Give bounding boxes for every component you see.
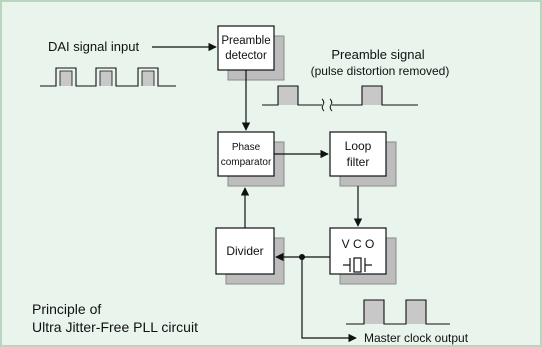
preamble-signal-label-line1: Preamble signal [331,47,424,62]
vco-block: V C O [329,227,387,275]
break-mark-icon [321,98,333,112]
master-clock-output-label: Master clock output [364,331,469,345]
preamble-signal-label-line2: (pulse distortion removed) [311,64,450,78]
phase-comparator-block: Phase comparator [217,131,275,177]
divider-block: Divider [215,227,275,275]
vco-label: V C O [342,237,375,251]
preamble-detector-label-line2: detector [225,50,267,62]
preamble-waveform [262,85,418,112]
loop-filter-block: Loop filter [329,131,387,177]
loop-filter-label-line1: Loop [345,139,372,153]
phase-comparator-label-line2: comparator [221,157,272,168]
loop-filter-label-line2: filter [347,155,370,169]
crystal-icon [343,257,372,273]
phase-comparator-label-line1: Phase [232,142,261,153]
dai-input-waveform [40,67,176,87]
master-clock-output-arrow [301,257,357,343]
preamble-detector-block: Preamble detector [217,25,275,71]
output-waveform [346,299,450,325]
caption-line1: Principle of [32,301,101,317]
dai-input-label: DAI signal input [48,39,139,54]
caption-line2: Ultra Jitter-Free PLL circuit [32,319,198,335]
dai-input-pulses-fill [60,71,154,86]
preamble-detector-label-line1: Preamble [221,35,270,47]
dai-input-pulse-inner [59,70,155,86]
divider-label: Divider [226,244,263,258]
